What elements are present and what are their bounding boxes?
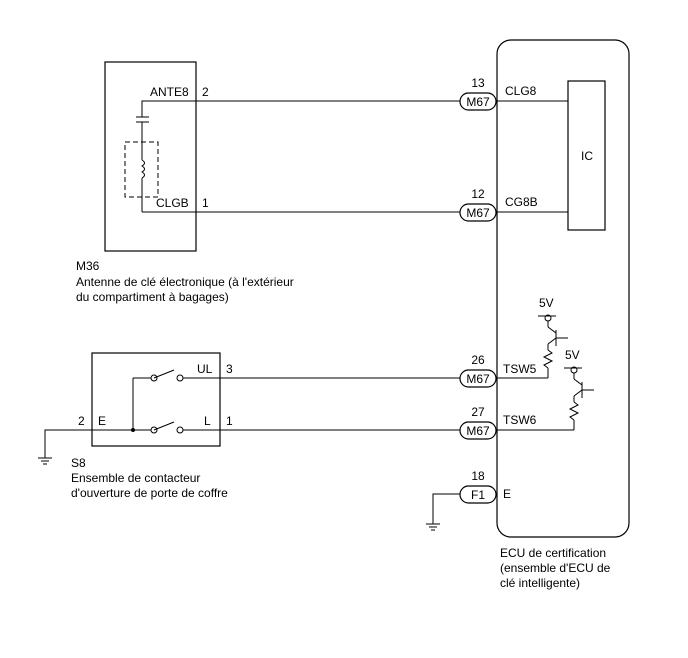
switch-pin-ul-num: 3 (226, 362, 233, 376)
switch-pin-e-num: 2 (78, 414, 85, 428)
connector-code: M67 (466, 95, 490, 109)
ecu-ground-icon (426, 493, 460, 531)
ecu-desc-line3: clé intelligente) (500, 576, 580, 590)
connector-code: F1 (471, 488, 485, 502)
connector-m67-27: M67 27 TSW6 (459, 405, 537, 440)
antenna-box (104, 61, 197, 252)
antenna-pin-top-name: ANTE8 (150, 85, 189, 99)
ecu-box (496, 39, 630, 538)
connector-pin: 27 (471, 405, 485, 419)
antenna-pin-bot-num: 1 (202, 196, 209, 210)
connector-f1-18: F1 18 E (459, 469, 511, 504)
connector-code: M67 (466, 372, 490, 386)
connector-signal: CG8B (505, 195, 538, 209)
antenna-circuit (124, 100, 196, 213)
switch-code: S8 (71, 456, 86, 470)
connector-pin: 13 (471, 76, 485, 90)
switch-ground-icon (38, 429, 92, 465)
connector-m67-26: M67 26 TSW5 (459, 353, 537, 388)
antenna-pin-bot-name: CLGB (156, 196, 189, 210)
tsw6-pullup-circuit: 5V (496, 348, 594, 431)
antenna-code: M36 (76, 259, 100, 273)
supply-5v-2: 5V (565, 348, 580, 362)
connector-pin: 12 (471, 187, 485, 201)
connector-code: M67 (466, 424, 490, 438)
connector-m67-12: M67 12 CG8B (459, 187, 538, 222)
ic-label: IC (581, 149, 593, 163)
supply-5v-1: 5V (539, 296, 554, 310)
switch-pin-ul-name: UL (197, 362, 213, 376)
connector-signal: E (503, 487, 511, 501)
connector-pin: 26 (471, 353, 485, 367)
tsw5-pullup-circuit: 5V (496, 296, 568, 379)
connector-m67-13: M67 13 CLG8 (459, 76, 537, 111)
switch-pin-l-num: 1 (226, 414, 233, 428)
connector-signal: TSW6 (503, 413, 537, 427)
connector-pin: 18 (471, 469, 485, 483)
switch-pin-e-name: E (98, 414, 106, 428)
connector-signal: TSW5 (503, 362, 537, 376)
ecu-desc-line2: (ensemble d'ECU de (500, 561, 611, 575)
switch-desc-line2: d'ouverture de porte de coffre (71, 486, 228, 500)
ic-block (567, 80, 606, 231)
antenna-desc-line2: du compartiment à bagages) (76, 290, 229, 304)
switch-desc-line1: Ensemble de contacteur (71, 471, 200, 485)
antenna-pin-top-num: 2 (202, 85, 209, 99)
connector-signal: CLG8 (505, 84, 537, 98)
antenna-desc-line1: Antenne de clé électronique (à l'extérie… (76, 275, 294, 289)
switch-pin-l-name: L (204, 414, 211, 428)
ecu-desc-line1: ECU de certification (500, 546, 606, 560)
switch-contacts (92, 369, 220, 434)
connector-code: M67 (466, 206, 490, 220)
